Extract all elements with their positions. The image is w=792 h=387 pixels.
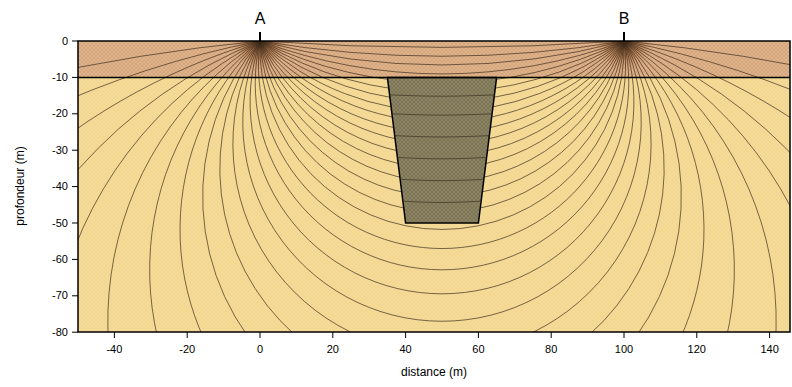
current-line: [260, 41, 624, 229]
tick: [72, 150, 78, 151]
depth-tick-label: -20: [52, 108, 68, 119]
tick: [332, 332, 333, 338]
lower-layer: [78, 41, 790, 332]
depth-tick-label: -10: [52, 72, 68, 83]
body-current-lines: [390, 95, 495, 203]
axis-title: distance (m): [401, 366, 467, 378]
tick: [478, 332, 479, 338]
tick: [624, 332, 625, 338]
axis-ticks: [72, 41, 770, 338]
distance-tick-label: -40: [106, 344, 122, 355]
current-line: [78, 41, 790, 332]
tick: [114, 332, 115, 338]
current-line: [258, 41, 625, 249]
current-line: [150, 41, 735, 332]
distance-tick-label: 40: [399, 344, 411, 355]
conductive-body: [387, 77, 496, 223]
current-line: [78, 41, 790, 332]
depth-tick-label: -80: [52, 327, 68, 338]
current-line: [395, 136, 490, 137]
distance-tick-label: 80: [545, 344, 557, 355]
current-line: [255, 41, 629, 270]
current-line: [233, 41, 651, 332]
depth-tick-label: -70: [52, 290, 68, 301]
current-line: [392, 114, 492, 115]
current-line: [250, 41, 634, 294]
current-line: [260, 41, 624, 74]
tick: [696, 332, 697, 338]
current-line: [78, 41, 790, 332]
current-line: [78, 41, 790, 332]
depth-tick-label: 0: [62, 36, 68, 47]
electrode-label: B: [619, 11, 630, 27]
tick: [260, 332, 261, 338]
current-line: [108, 41, 776, 332]
depth-tick-label: -30: [52, 145, 68, 156]
current-line: [260, 41, 624, 65]
layer-boundary: [78, 77, 790, 79]
tick: [187, 332, 188, 338]
tick: [405, 332, 406, 338]
current-line: [260, 41, 624, 47]
distance-tick-label: 20: [327, 344, 339, 355]
distance-tick-label: 100: [615, 344, 633, 355]
current-line: [260, 41, 624, 56]
tick: [72, 113, 78, 114]
current-line: [78, 41, 790, 332]
current-line: [203, 41, 682, 332]
current-lines: [78, 41, 790, 332]
distance-tick-label: 120: [688, 344, 706, 355]
distance-tick-label: 140: [760, 344, 778, 355]
electrode-stake: [623, 32, 625, 41]
depth-tick-label: -50: [52, 218, 68, 229]
current-line: [400, 179, 484, 180]
current-line: [220, 41, 664, 332]
current-line: [243, 41, 641, 321]
distance-tick-label: 0: [257, 344, 263, 355]
electrode-stake: [259, 32, 261, 41]
current-line: [403, 201, 481, 202]
tick: [72, 223, 78, 224]
depth-tick-label: -60: [52, 254, 68, 265]
electrode-label: A: [255, 11, 266, 27]
tick: [769, 332, 770, 338]
tick: [72, 41, 78, 42]
plot-frame: [78, 41, 790, 332]
tick: [72, 186, 78, 187]
tick: [72, 259, 78, 260]
current-line: [390, 95, 495, 96]
axis-title: profondeur (m): [14, 146, 26, 225]
current-line: [397, 157, 486, 158]
distance-tick-label: -20: [179, 344, 195, 355]
distance-tick-label: 60: [472, 344, 484, 355]
tick: [72, 77, 78, 78]
current-line: [180, 41, 704, 332]
tick: [551, 332, 552, 338]
tick: [72, 332, 78, 333]
tick: [72, 295, 78, 296]
section-plot: [78, 41, 790, 332]
depth-tick-label: -40: [52, 181, 68, 192]
